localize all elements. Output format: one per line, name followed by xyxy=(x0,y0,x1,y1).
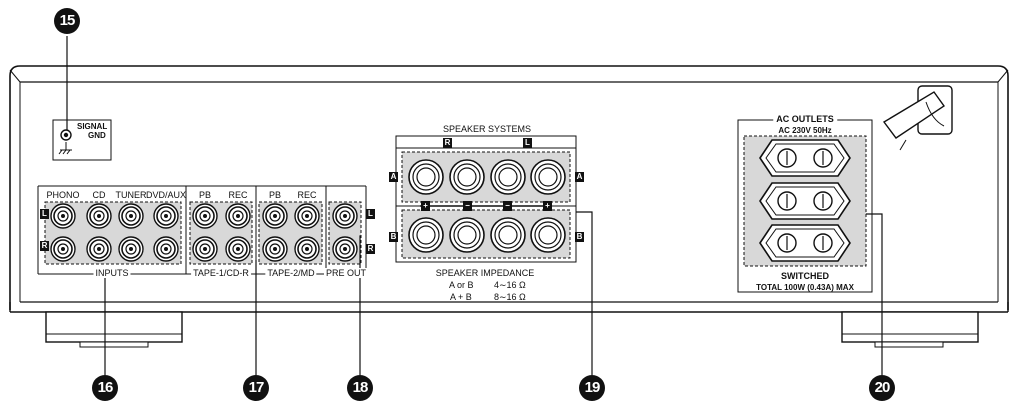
rca-jack[interactable] xyxy=(86,203,112,229)
speaker-terminal[interactable] xyxy=(449,217,485,253)
ac-outlets-spec: AC 230V 50Hz xyxy=(778,126,832,135)
badge-speaker-b-right: B xyxy=(575,232,584,242)
rca-jack[interactable] xyxy=(332,236,358,262)
speaker-terminal[interactable] xyxy=(490,159,526,195)
speaker-systems-title: SPEAKER SYSTEMS xyxy=(442,124,532,134)
rca-jack[interactable] xyxy=(192,236,218,262)
impedance-row2-value: 8∼16 Ω xyxy=(494,292,526,302)
ac-sockets xyxy=(759,139,851,262)
callout-15: 15 xyxy=(54,8,80,34)
rca-jack[interactable] xyxy=(225,203,251,229)
speaker-terminal[interactable] xyxy=(490,217,526,253)
signal-gnd-label-1: SIGNAL xyxy=(77,122,108,131)
speaker-terminal[interactable] xyxy=(449,159,485,195)
col-tuner: TUNER xyxy=(115,190,147,200)
impedance-row1-label: A or B xyxy=(449,280,474,290)
signal-gnd-terminal[interactable] xyxy=(52,119,112,161)
callout-18: 18 xyxy=(347,375,373,401)
rca-jack[interactable] xyxy=(294,203,320,229)
rca-jack[interactable] xyxy=(192,203,218,229)
rca-jack[interactable] xyxy=(118,236,144,262)
rca-jacks xyxy=(50,203,358,262)
label-tape2: TAPE-2/MD xyxy=(265,268,317,278)
col-cd: CD xyxy=(92,190,106,200)
impedance-row1-value: 4∼16 Ω xyxy=(494,280,526,290)
speaker-terminal[interactable] xyxy=(408,217,444,253)
speaker-terminal[interactable] xyxy=(530,159,566,195)
power-cord xyxy=(882,85,953,151)
badge-speaker-l: L xyxy=(523,138,532,148)
col-tape2-rec: REC xyxy=(297,190,317,200)
rca-jack[interactable] xyxy=(262,236,288,262)
ac-outlets-total: TOTAL 100W (0.43A) MAX xyxy=(756,283,854,292)
rca-jack[interactable] xyxy=(50,236,76,262)
rca-jack[interactable] xyxy=(153,236,179,262)
callout-20: 20 xyxy=(869,375,895,401)
polarity-2: − xyxy=(463,201,472,211)
rca-jack[interactable] xyxy=(50,203,76,229)
col-dvd-aux: DVD/AUX xyxy=(145,190,187,200)
signal-gnd-label-2: GND xyxy=(88,131,106,140)
label-inputs: INPUTS xyxy=(93,268,131,278)
callout-16: 16 xyxy=(92,375,118,401)
foot-left xyxy=(45,311,183,348)
rca-jack[interactable] xyxy=(153,203,179,229)
speaker-terminals xyxy=(408,159,566,253)
rca-jack[interactable] xyxy=(118,203,144,229)
polarity-3: − xyxy=(503,201,512,211)
col-tape1-rec: REC xyxy=(228,190,248,200)
polarity-4: + xyxy=(543,201,552,211)
impedance-row2-label: A + B xyxy=(450,292,472,302)
foot-right xyxy=(841,311,979,348)
ac-socket[interactable] xyxy=(759,182,851,220)
ac-socket[interactable] xyxy=(759,224,851,262)
label-pre-out: PRE OUT xyxy=(323,268,369,278)
col-tape2-pb: PB xyxy=(268,190,282,200)
rca-jack[interactable] xyxy=(86,236,112,262)
badge-speaker-b-left: B xyxy=(389,232,398,242)
badge-right-preout: R xyxy=(366,244,375,254)
chassis-outline xyxy=(9,65,1009,310)
label-tape1: TAPE-1/CD-R xyxy=(191,268,251,278)
polarity-1: + xyxy=(421,201,430,211)
badge-speaker-a-left: A xyxy=(389,172,398,182)
rca-jack[interactable] xyxy=(262,203,288,229)
speaker-terminal[interactable] xyxy=(530,217,566,253)
badge-right-inputs: R xyxy=(40,241,49,251)
rca-jack[interactable] xyxy=(294,236,320,262)
rca-jack[interactable] xyxy=(225,236,251,262)
ac-socket[interactable] xyxy=(759,139,851,177)
callout-17: 17 xyxy=(243,375,269,401)
speaker-terminal[interactable] xyxy=(408,159,444,195)
col-tape1-pb: PB xyxy=(198,190,212,200)
ac-outlets-title: AC OUTLETS xyxy=(773,114,837,124)
badge-speaker-a-right: A xyxy=(575,172,584,182)
callout-leaders xyxy=(66,36,883,375)
speaker-impedance-title: SPEAKER IMPEDANCE xyxy=(435,268,535,278)
badge-speaker-r: R xyxy=(443,138,452,148)
badge-left-preout: L xyxy=(366,209,375,219)
col-phono: PHONO xyxy=(46,190,80,200)
badge-left-inputs: L xyxy=(40,209,49,219)
rca-jack[interactable] xyxy=(332,203,358,229)
ac-outlets-switched: SWITCHED xyxy=(781,271,829,281)
callout-19: 19 xyxy=(579,375,605,401)
